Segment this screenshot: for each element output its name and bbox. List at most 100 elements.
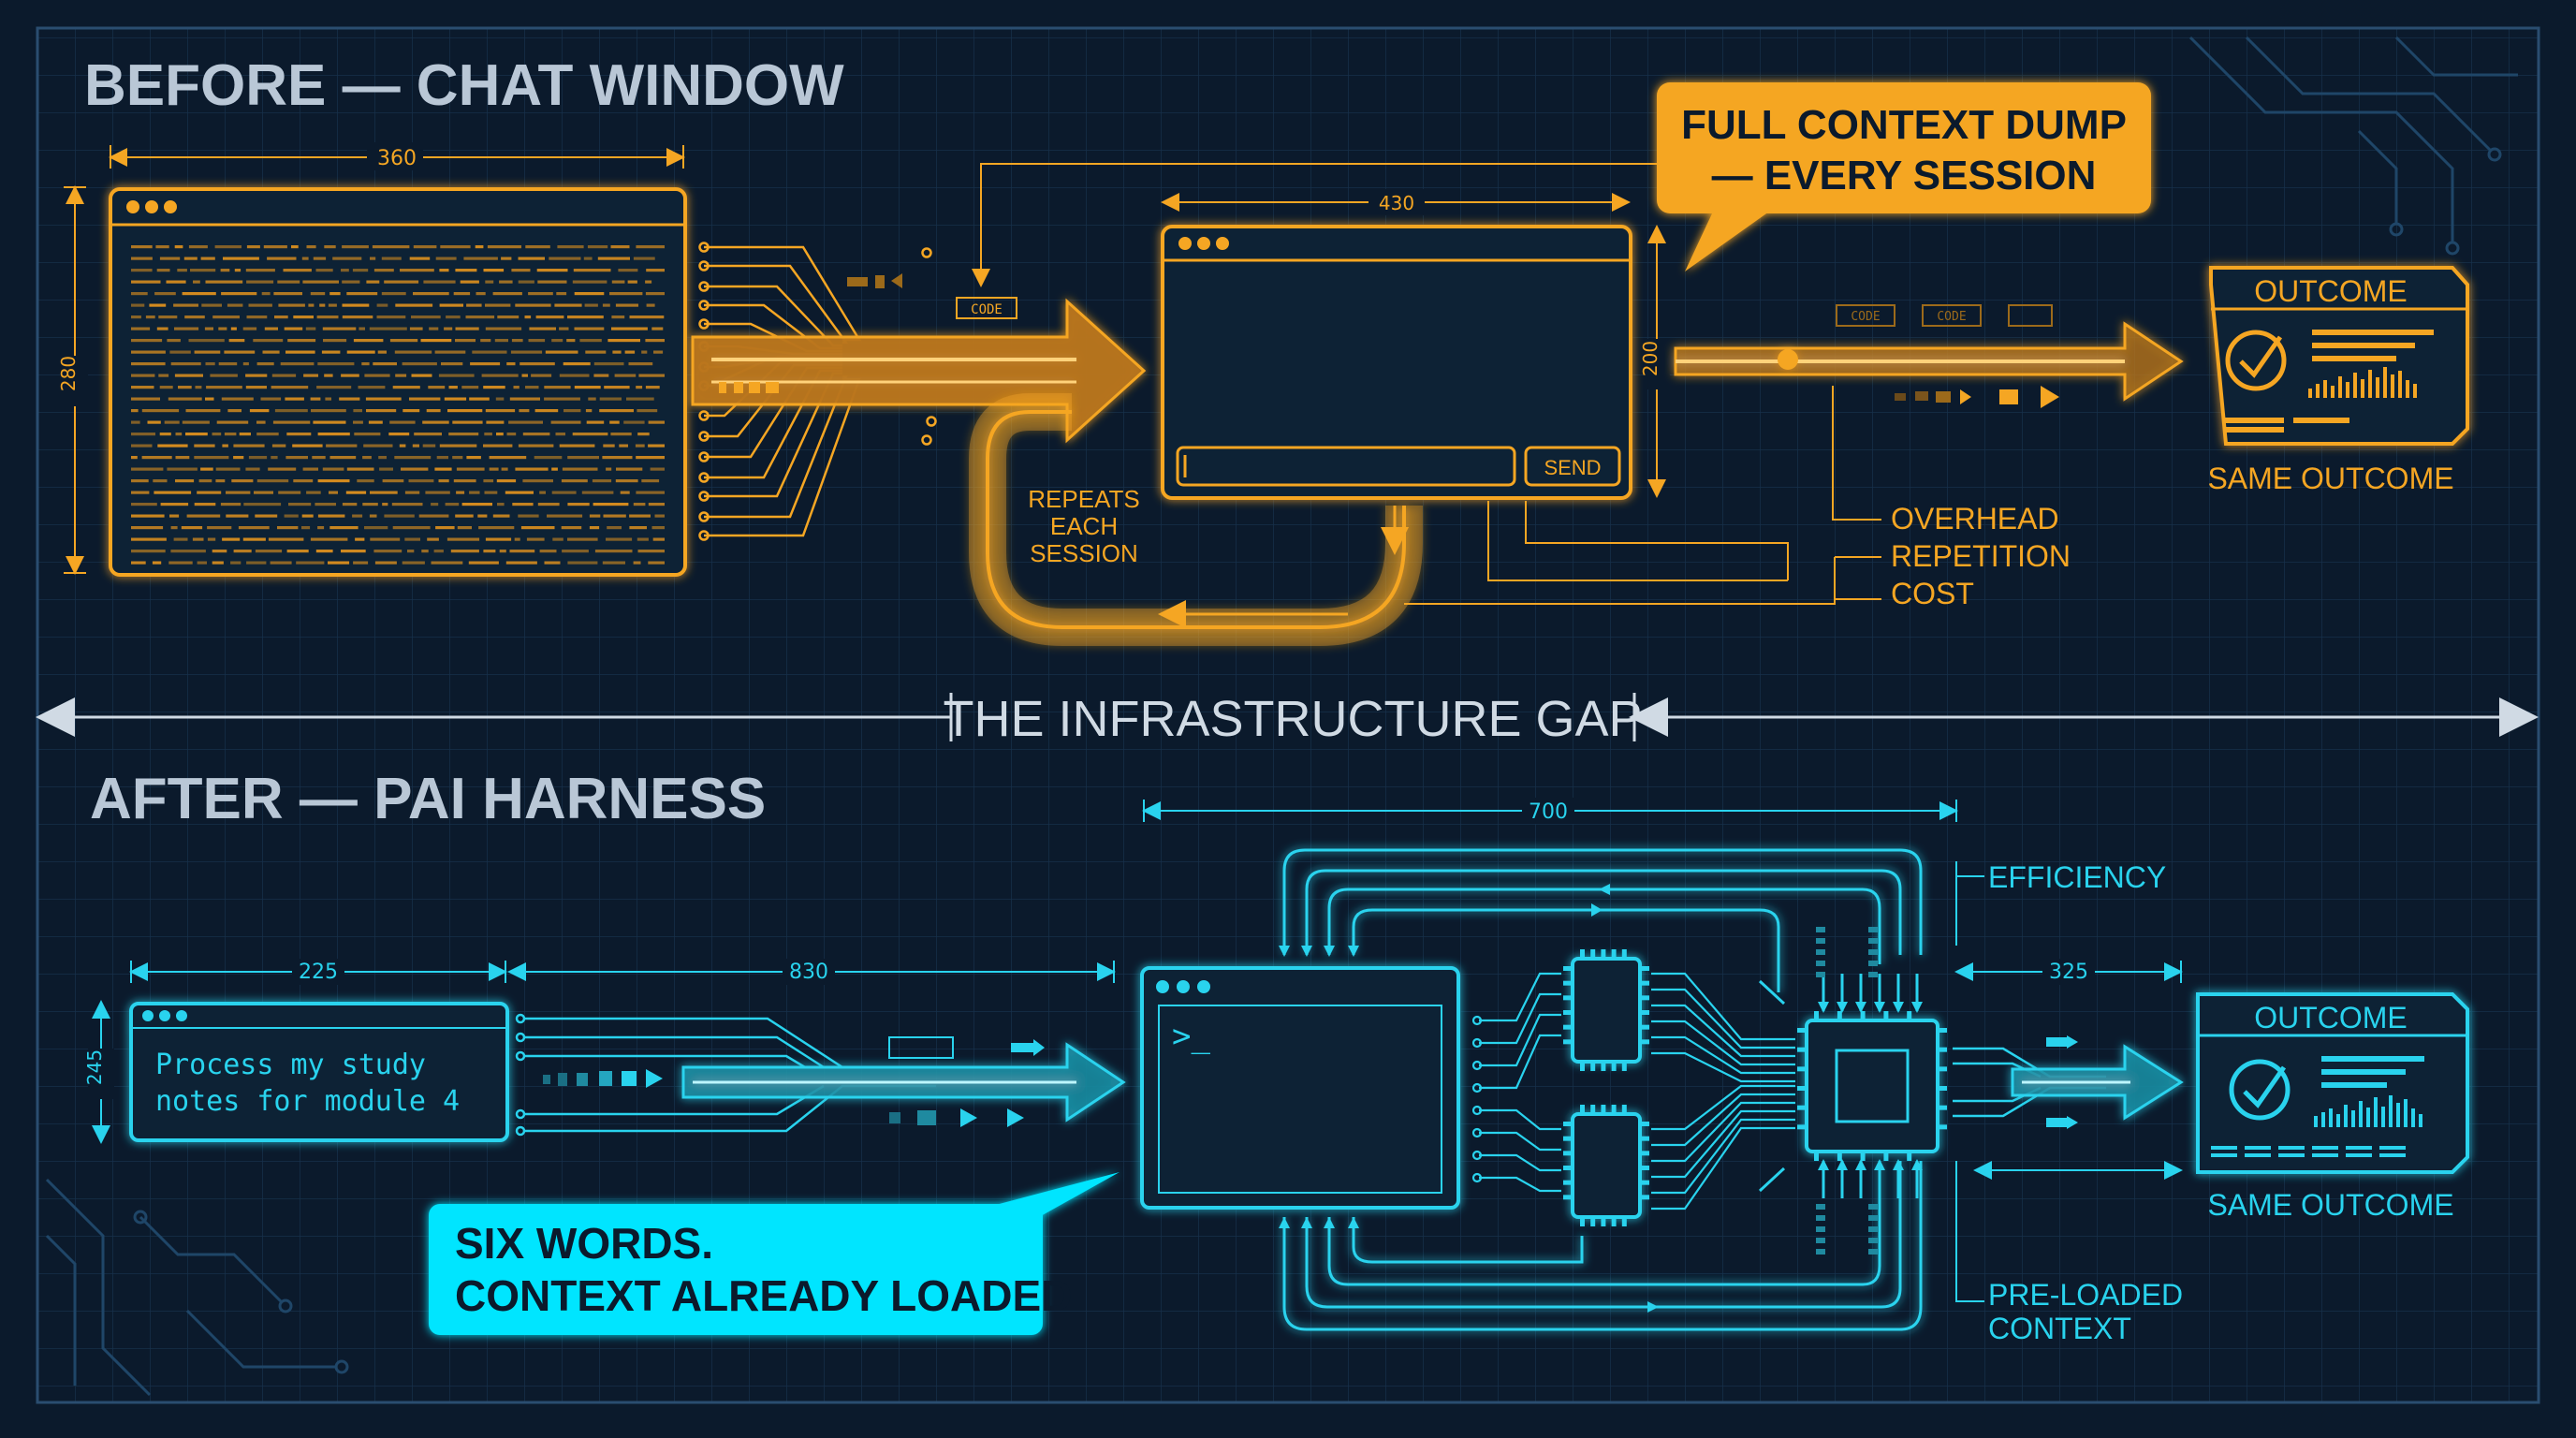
text-scribble xyxy=(606,467,612,471)
text-scribble xyxy=(222,444,228,448)
text-scribble xyxy=(326,444,358,448)
text-scribble xyxy=(166,280,186,284)
text-scribble xyxy=(515,467,549,471)
preloaded-leader xyxy=(1955,1161,1984,1302)
text-scribble xyxy=(512,503,534,506)
text-scribble xyxy=(574,292,605,296)
text-scribble xyxy=(636,491,665,494)
text-scribble xyxy=(215,479,226,483)
text-scribble xyxy=(131,467,164,471)
text-scribble xyxy=(573,269,611,272)
feedback-line-top xyxy=(972,163,1694,287)
text-scribble xyxy=(528,292,553,296)
text-scribble xyxy=(198,479,212,483)
text-scribble xyxy=(353,339,384,343)
outcome-caption-before: SAME OUTCOME xyxy=(2207,462,2453,495)
text-scribble xyxy=(506,433,517,436)
text-scribble xyxy=(283,269,312,272)
text-scribble xyxy=(469,491,480,494)
text-scribble xyxy=(629,526,647,530)
text-scribble xyxy=(168,397,202,401)
text-scribble xyxy=(188,245,208,249)
input-height-label: 245 xyxy=(83,1049,106,1085)
text-scribble xyxy=(284,514,299,518)
preloaded-label-line2: CONTEXT xyxy=(1988,1312,2131,1345)
send-button[interactable] xyxy=(1524,446,1621,487)
text-scribble xyxy=(484,491,498,494)
text-scribble xyxy=(637,550,665,553)
text-scribble xyxy=(404,491,420,494)
cpu-bus xyxy=(1816,927,1923,1255)
text-scribble xyxy=(633,257,655,260)
text-scribble xyxy=(395,303,433,307)
text-scribble xyxy=(357,479,374,483)
text-scribble xyxy=(157,444,188,448)
text-scribble xyxy=(212,550,227,553)
preloaded-label-line1: PRE-LOADED xyxy=(1988,1278,2183,1312)
text-scribble xyxy=(518,514,539,518)
text-scribble xyxy=(271,386,309,389)
text-scribble xyxy=(205,362,215,366)
text-scribble xyxy=(177,269,187,272)
text-scribble xyxy=(224,350,256,354)
pipe-length-label: 830 xyxy=(789,961,828,984)
text-scribble xyxy=(384,280,419,284)
text-scribble xyxy=(200,467,213,471)
after-title: AFTER — PAI HARNESS xyxy=(90,767,766,831)
text-scribble xyxy=(607,526,622,530)
text-scribble xyxy=(131,245,153,249)
text-scribble xyxy=(332,257,362,260)
chat-height-label: 280 xyxy=(57,356,80,391)
text-scribble xyxy=(287,339,316,343)
text-scribble xyxy=(422,420,449,424)
text-scribble xyxy=(620,491,630,494)
text-scribble xyxy=(131,526,164,530)
text-scribble xyxy=(583,257,593,260)
text-scribble xyxy=(242,327,257,330)
text-scribble xyxy=(641,350,648,354)
text-scribble xyxy=(645,386,660,389)
text-scribble xyxy=(624,350,636,354)
output-beam xyxy=(1674,321,2184,402)
text-scribble xyxy=(293,479,314,483)
text-scribble xyxy=(212,433,222,436)
text-scribble xyxy=(549,257,581,260)
text-scribble xyxy=(200,257,215,260)
text-scribble xyxy=(414,433,442,436)
text-scribble xyxy=(484,433,492,436)
text-scribble xyxy=(609,420,620,424)
text-scribble xyxy=(495,397,505,401)
text-scribble xyxy=(526,537,545,541)
text-scribble xyxy=(455,269,477,272)
text-scribble xyxy=(489,456,527,460)
window-dot-icon xyxy=(1197,237,1210,250)
wire-node xyxy=(698,530,710,541)
text-scribble xyxy=(485,280,494,284)
text-scribble xyxy=(483,444,513,448)
text-scribble xyxy=(197,491,222,494)
text-scribble xyxy=(194,503,216,506)
text-scribble xyxy=(475,245,484,249)
text-scribble xyxy=(499,550,506,553)
text-scribble xyxy=(544,561,561,565)
text-scribble xyxy=(481,374,519,377)
text-scribble xyxy=(205,280,243,284)
text-scribble xyxy=(456,491,465,494)
text-scribble xyxy=(226,491,251,494)
text-scribble xyxy=(461,386,479,389)
terminal-prompt: >_ xyxy=(1172,1018,1210,1055)
text-scribble xyxy=(636,245,665,249)
text-scribble xyxy=(455,514,474,518)
repeat-label-line2: EACH xyxy=(1050,512,1118,540)
text-scribble xyxy=(363,444,393,448)
text-scribble xyxy=(310,292,326,296)
code-chip-label: CODE xyxy=(971,302,1003,317)
text-scribble xyxy=(159,257,181,260)
text-scribble xyxy=(518,280,534,284)
text-scribble xyxy=(434,350,466,354)
text-scribble xyxy=(190,269,216,272)
text-scribble xyxy=(593,362,624,366)
callout-line1: FULL CONTEXT DUMP xyxy=(1681,102,2127,148)
text-scribble xyxy=(435,257,457,260)
callout-six-words: SIX WORDS. xyxy=(455,1219,713,1268)
